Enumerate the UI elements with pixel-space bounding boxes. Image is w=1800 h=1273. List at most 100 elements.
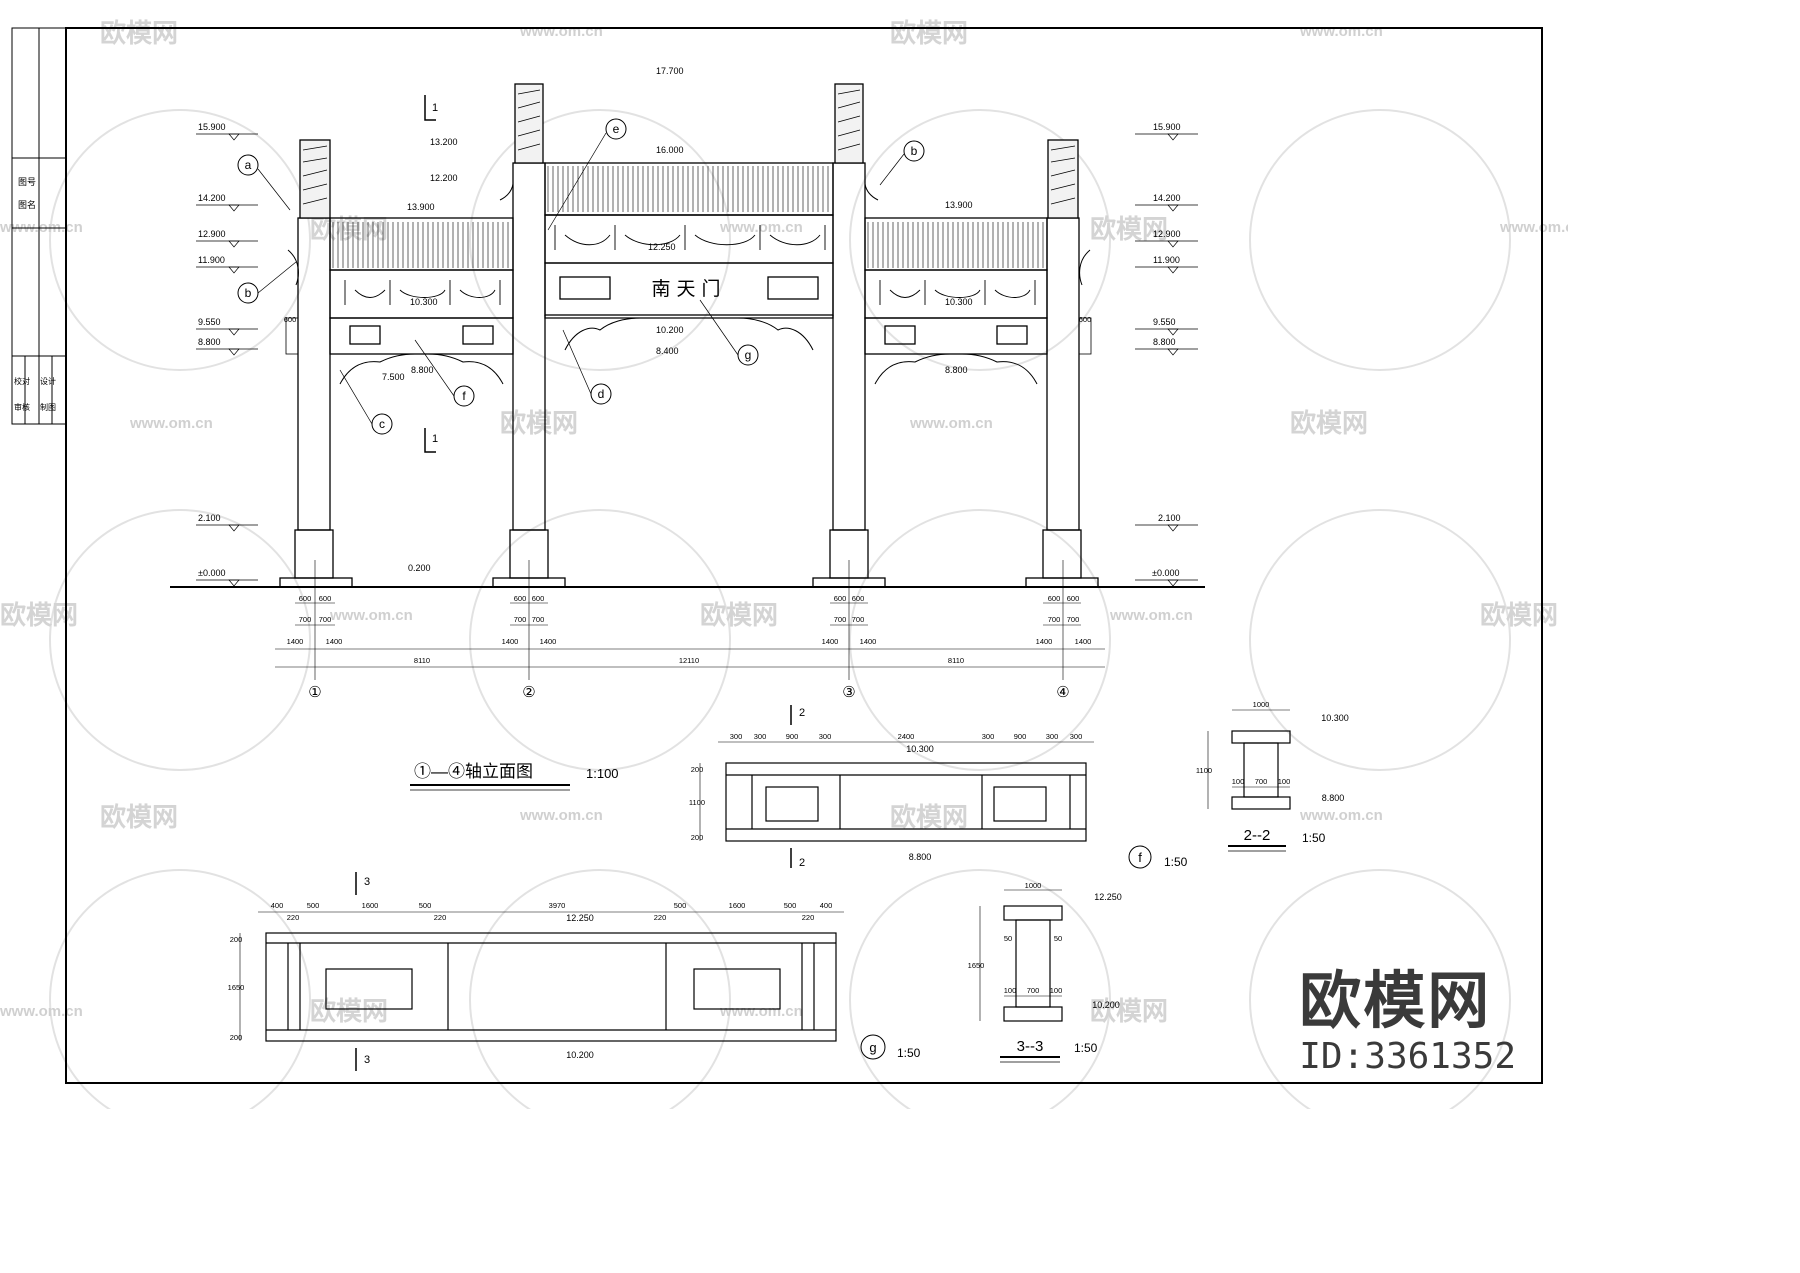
svg-text:100: 100 bbox=[1004, 986, 1017, 995]
elev-right: 9.550 bbox=[1153, 317, 1176, 327]
svg-text:2: 2 bbox=[799, 857, 805, 869]
wm-brand: 欧模网 bbox=[1480, 600, 1558, 630]
main-title: ①—④轴立面图 bbox=[414, 762, 533, 781]
elev: 8.400 bbox=[656, 346, 679, 356]
svg-text:1400: 1400 bbox=[287, 637, 304, 646]
wm-brand: 欧模网 bbox=[700, 600, 778, 630]
drawing-sheet: 欧模网 欧模网 欧模网 欧模网 欧模网 欧模网 欧模网 欧模网 欧模网 欧模网 … bbox=[0, 18, 1583, 1131]
watermark-text: 欧模网 欧模网 欧模网 欧模网 欧模网 欧模网 欧模网 欧模网 欧模网 欧模网 … bbox=[0, 18, 1558, 1026]
svg-text:500: 500 bbox=[784, 901, 797, 910]
elev-right: 2.100 bbox=[1158, 513, 1181, 523]
wm-site: www.om.cn bbox=[129, 415, 213, 432]
wm-brand: 欧模网 bbox=[100, 18, 178, 48]
elev-left: 14.200 bbox=[198, 193, 226, 203]
elev: 7.500 bbox=[382, 372, 405, 382]
svg-text:500: 500 bbox=[419, 901, 432, 910]
main-elevation bbox=[170, 83, 1205, 680]
title-block-label: 校对 bbox=[14, 376, 30, 386]
elev-left: ±0.000 bbox=[198, 568, 225, 578]
elev: 10.300 bbox=[410, 297, 438, 307]
svg-text:600: 600 bbox=[1048, 594, 1061, 603]
wm-site: www.om.cn bbox=[1299, 807, 1383, 824]
wm-site: www.om.cn bbox=[519, 23, 603, 40]
axis-1: ① bbox=[308, 684, 321, 701]
detail-f bbox=[699, 705, 1094, 868]
svg-text:700: 700 bbox=[1255, 777, 1268, 786]
elev: 13.900 bbox=[407, 202, 435, 212]
callouts: a b e b c f d g bbox=[237, 118, 925, 435]
svg-text:③: ③ bbox=[842, 684, 855, 701]
svg-text:700: 700 bbox=[319, 615, 332, 624]
svg-text:d: d bbox=[598, 387, 605, 401]
svg-text:1000: 1000 bbox=[1253, 700, 1270, 709]
wm-brand: 欧模网 bbox=[310, 214, 388, 244]
wm-site: www.om.cn bbox=[519, 807, 603, 824]
title-block-label: 图号 bbox=[18, 177, 36, 187]
section-22-scale: 1:50 bbox=[1302, 831, 1326, 845]
elev-right: 14.200 bbox=[1153, 193, 1181, 203]
callout-a: a bbox=[237, 154, 259, 176]
sheet-border bbox=[65, 27, 1543, 1084]
svg-text:12.250: 12.250 bbox=[566, 913, 594, 923]
elev-left: 2.100 bbox=[198, 513, 221, 523]
elev-right: 12.900 bbox=[1153, 229, 1181, 239]
title-block-label: 制图 bbox=[40, 402, 56, 412]
section-33-scale: 1:50 bbox=[1074, 1041, 1098, 1055]
svg-text:1400: 1400 bbox=[1075, 637, 1092, 646]
callout-f: f bbox=[453, 385, 475, 407]
callout-g: g bbox=[737, 344, 759, 366]
axis-bubbles: ① ② ③ ④ bbox=[308, 684, 1069, 701]
svg-text:a: a bbox=[245, 158, 252, 172]
s33-dims: 1000 1650 50 50 100 700 100 12.250 10.20… bbox=[968, 881, 1122, 1010]
svg-text:600: 600 bbox=[514, 594, 527, 603]
detail-f-label: f bbox=[1138, 850, 1142, 865]
wm-brand: 欧模网 bbox=[1090, 214, 1168, 244]
elev: 13.200 bbox=[430, 137, 458, 147]
gate-name-plaque: 南天门 bbox=[651, 278, 726, 300]
svg-text:1600: 1600 bbox=[362, 901, 379, 910]
svg-text:1100: 1100 bbox=[1196, 766, 1212, 775]
svg-text:900: 900 bbox=[786, 732, 799, 741]
svg-text:c: c bbox=[379, 417, 385, 431]
elev-left: 15.900 bbox=[198, 122, 226, 132]
svg-text:50: 50 bbox=[1054, 934, 1062, 943]
svg-text:100: 100 bbox=[1278, 777, 1291, 786]
cad-drawing: 欧模网 欧模网 欧模网 欧模网 欧模网 欧模网 欧模网 欧模网 欧模网 欧模网 … bbox=[0, 18, 1583, 1131]
svg-text:220: 220 bbox=[287, 913, 300, 922]
svg-text:1400: 1400 bbox=[502, 637, 519, 646]
watermark-site: www.om.cn www.om.cn www.om.cn www.om.cn … bbox=[0, 23, 1583, 1020]
wm-brand: 欧模网 bbox=[890, 802, 968, 832]
svg-text:300: 300 bbox=[982, 732, 995, 741]
svg-text:8.800: 8.800 bbox=[1322, 793, 1345, 803]
svg-text:700: 700 bbox=[834, 615, 847, 624]
svg-text:②: ② bbox=[522, 684, 535, 701]
svg-text:12.250: 12.250 bbox=[1094, 892, 1122, 902]
svg-text:10.200: 10.200 bbox=[1092, 1000, 1120, 1010]
svg-text:10.300: 10.300 bbox=[906, 744, 934, 754]
svg-text:1400: 1400 bbox=[326, 637, 343, 646]
svg-text:300: 300 bbox=[754, 732, 767, 741]
svg-text:700: 700 bbox=[1067, 615, 1080, 624]
svg-text:f: f bbox=[462, 389, 466, 403]
callout-b: b bbox=[903, 140, 925, 162]
svg-text:①: ① bbox=[308, 684, 321, 701]
elev-left: 8.800 bbox=[198, 337, 221, 347]
svg-text:12110: 12110 bbox=[679, 656, 699, 665]
svg-text:220: 220 bbox=[434, 913, 447, 922]
svg-text:50: 50 bbox=[1004, 934, 1012, 943]
svg-text:8110: 8110 bbox=[414, 656, 430, 665]
section-33-title: 3--3 bbox=[1017, 1038, 1044, 1055]
svg-text:220: 220 bbox=[654, 913, 667, 922]
svg-text:100: 100 bbox=[1050, 986, 1063, 995]
elev: 0.200 bbox=[408, 563, 431, 573]
svg-text:300: 300 bbox=[819, 732, 832, 741]
svg-text:1400: 1400 bbox=[540, 637, 557, 646]
detail-g bbox=[239, 872, 844, 1071]
wm-brand: 欧模网 bbox=[1290, 408, 1368, 438]
wm-brand: 欧模网 bbox=[890, 18, 968, 48]
svg-text:700: 700 bbox=[1027, 986, 1040, 995]
svg-text:3: 3 bbox=[364, 1054, 370, 1066]
svg-text:3: 3 bbox=[364, 876, 370, 888]
axis-2: ② bbox=[522, 684, 535, 701]
svg-text:10.200: 10.200 bbox=[566, 1050, 594, 1060]
